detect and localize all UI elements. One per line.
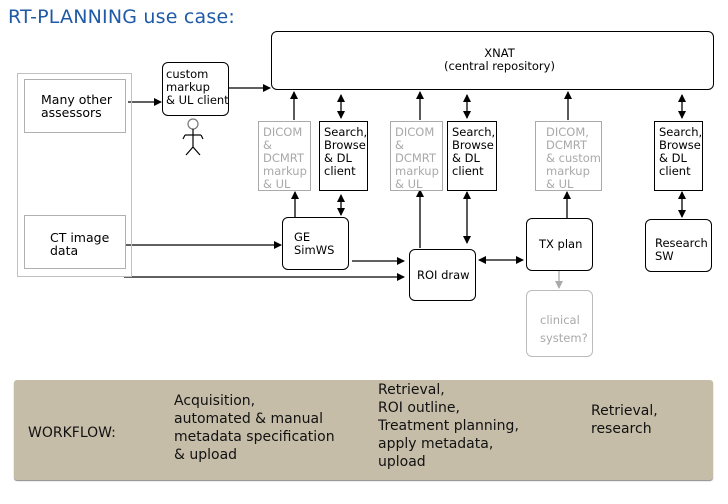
page-title: RT-PLANNING use case: [8, 6, 235, 28]
clinical-system-node: clinical system? [526, 290, 593, 357]
workflow-panel: WORKFLOW: Acquisition, automated & manua… [14, 380, 713, 480]
dicom-markup-label-1: DICOM & DCMRT markup & UL [263, 125, 307, 191]
search-client-node-3: Search, Browse & DL client [654, 121, 703, 191]
custom-markup-client-node: custom markup & UL client [162, 62, 229, 116]
roi-draw-label: ROI draw [417, 268, 470, 282]
dicom-markup-node-1: DICOM & DCMRT markup & UL [258, 121, 311, 191]
tx-plan-label: TX plan [539, 237, 583, 251]
tx-plan-node: TX plan [526, 218, 593, 271]
research-sw-label: Research SW [655, 236, 708, 263]
search-client-label-2: Search, Browse & DL client [452, 125, 496, 178]
search-client-node-2: Search, Browse & DL client [447, 121, 497, 191]
user-icon [182, 118, 204, 156]
search-client-node-1: Search, Browse & DL client [319, 121, 368, 191]
workflow-label: WORKFLOW: [28, 425, 116, 441]
custom-markup-client-label: custom markup & UL client [166, 67, 229, 107]
dicom-markup-label-2: DICOM & DCMRT markup & UL [395, 125, 439, 191]
xnat-node: XNAT (central repository) [271, 31, 714, 90]
dicom-markup-node-2: DICOM & DCMRT markup & UL [390, 121, 443, 191]
data-sources-group [17, 73, 132, 277]
dicom-custom-markup-label: DICOM, DCMRT & custom markup & UL [546, 125, 601, 191]
workflow-stage-research: Retrieval, research [591, 403, 658, 437]
ge-simws-label: GE SimWS [294, 230, 335, 257]
workflow-stage-retrieval-planning: Retrieval, ROI outline, Treatment planni… [378, 382, 519, 470]
research-sw-node: Research SW [645, 219, 712, 272]
many-other-assessors-label: Many other assessors [41, 92, 113, 120]
search-client-label-1: Search, Browse & DL client [324, 125, 368, 178]
search-client-label-3: Search, Browse & DL client [659, 125, 703, 178]
many-other-assessors-box: Many other assessors [24, 79, 126, 133]
roi-draw-node: ROI draw [409, 249, 476, 301]
ge-simws-node: GE SimWS [282, 217, 349, 270]
ct-image-data-box: CT image data [24, 215, 126, 269]
dicom-custom-markup-node: DICOM, DCMRT & custom markup & UL [535, 121, 602, 191]
ct-image-data-label: CT image data [50, 230, 110, 258]
workflow-stage-acquisition: Acquisition, automated & manual metadata… [174, 393, 335, 463]
clinical-system-label: clinical system? [540, 313, 588, 345]
xnat-label: XNAT (central repository) [444, 46, 555, 73]
